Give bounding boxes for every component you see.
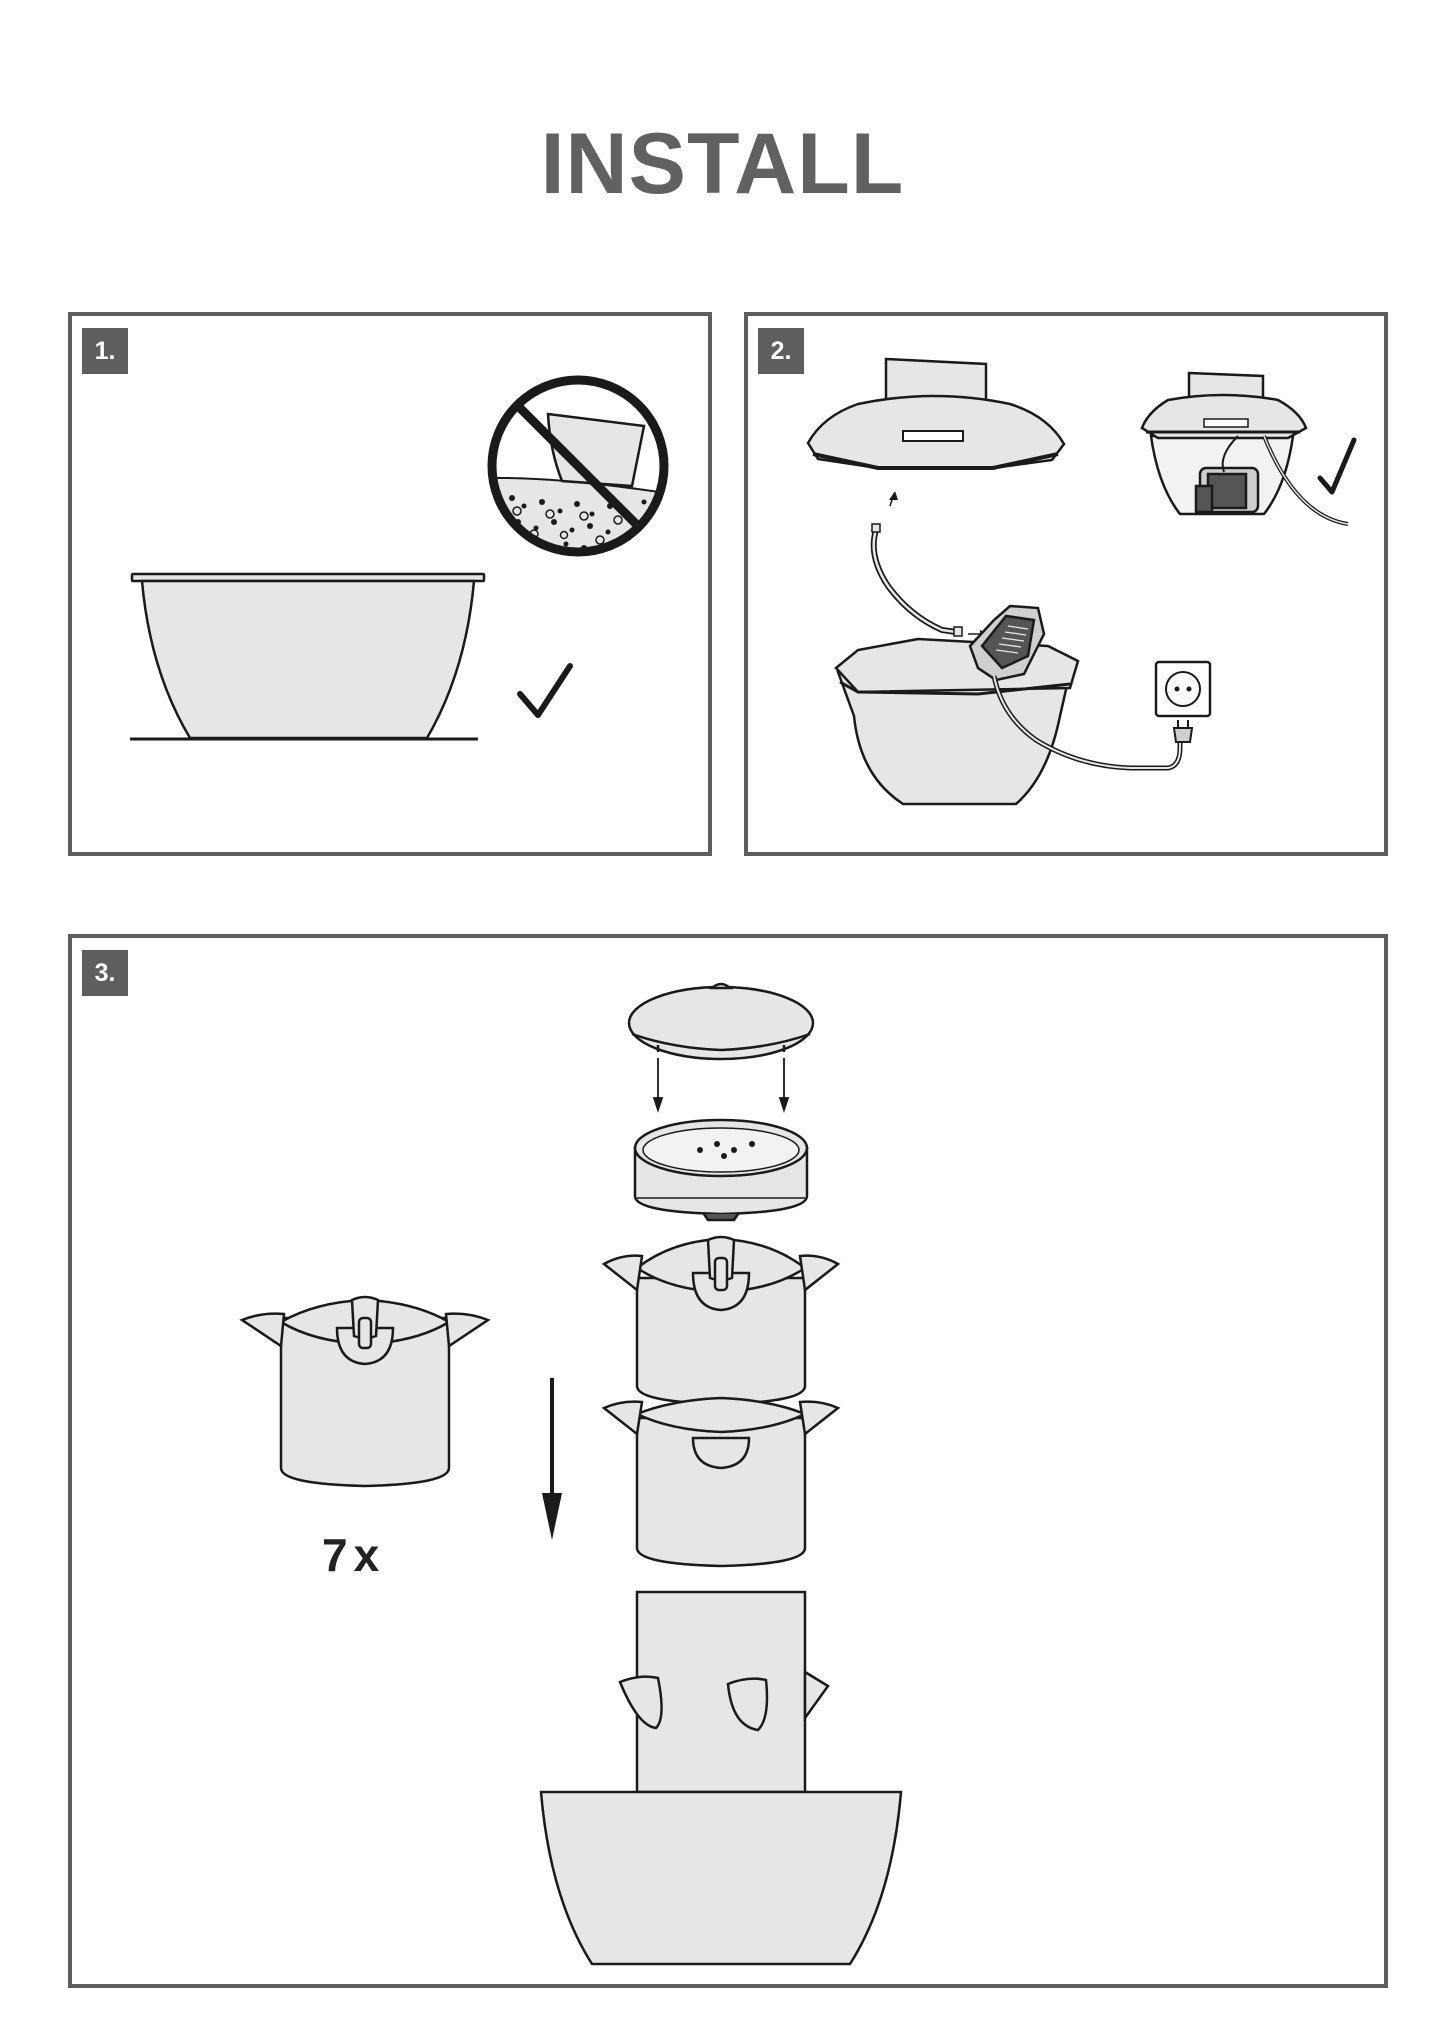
- step-1-panel: 1.: [68, 312, 712, 856]
- planter-module-lower: [601, 1396, 841, 1568]
- step-3-illustration: [239, 982, 903, 1966]
- lift-arrow-icon: [889, 491, 898, 507]
- fountain-basin: [834, 637, 1080, 806]
- assembled-basin: [1140, 371, 1349, 526]
- check-icon: [1317, 437, 1357, 495]
- wall-socket-icon: [1154, 660, 1212, 718]
- lifted-lid: [806, 357, 1066, 470]
- single-planter-module: [239, 1295, 491, 1488]
- step-3-badge: 3.: [82, 950, 128, 996]
- plug-icon: [1172, 720, 1194, 743]
- stack-down-arrow-icon: [542, 1378, 562, 1540]
- planter-module-upper: [601, 1235, 841, 1406]
- quantity-label: 7x: [322, 1529, 386, 1581]
- step-1-badge: 1.: [82, 328, 128, 374]
- prohibited-icon: [487, 375, 669, 557]
- water-tray: [633, 1118, 809, 1222]
- page-title: INSTALL: [540, 116, 905, 212]
- planter-column: [618, 1590, 830, 1794]
- step-3-panel: 3.: [68, 934, 1388, 1988]
- top-lid: [627, 982, 815, 1061]
- check-icon: [517, 663, 573, 718]
- base-bowl: [539, 1790, 903, 1966]
- basin-on-floor: [130, 572, 486, 740]
- step-2-panel: 2.: [744, 312, 1388, 856]
- lid-down-arrows: [652, 1058, 790, 1113]
- pump: [968, 604, 1046, 682]
- step-1-illustration: [130, 375, 669, 741]
- step-2-badge: 2.: [758, 328, 804, 374]
- step-2-illustration: [806, 357, 1357, 806]
